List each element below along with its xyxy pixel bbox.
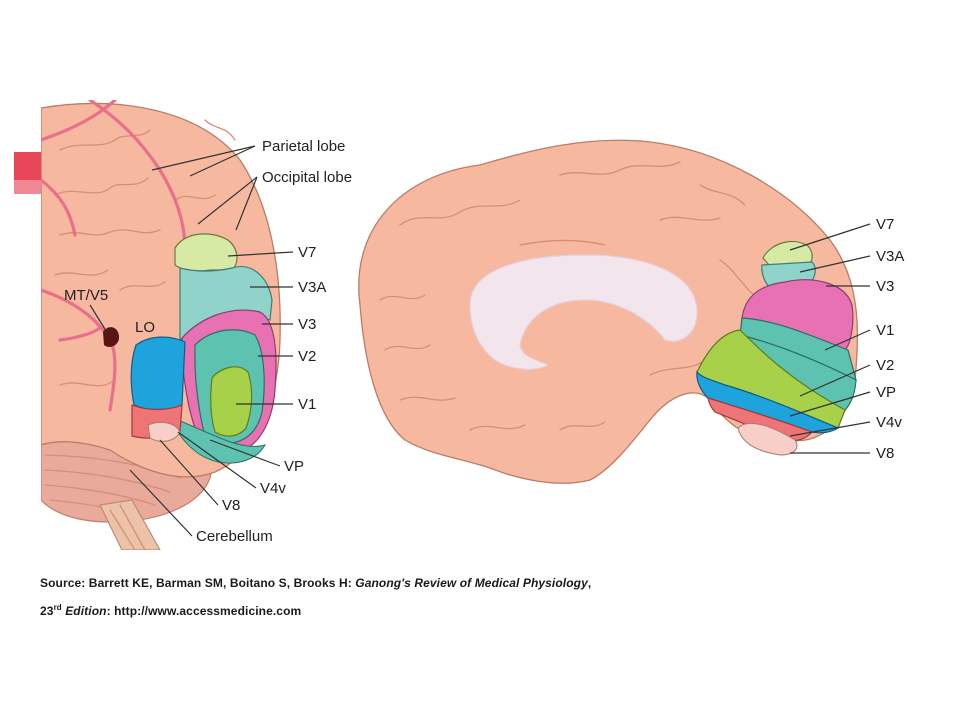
posterolateral-brain-view <box>41 100 281 550</box>
left-labels: Parietal lobe Occipital lobe V7 V3A V3 V… <box>64 138 352 545</box>
edition-word: Edition <box>61 604 107 618</box>
brainstem <box>99 499 161 550</box>
slide-accent-fade <box>14 180 41 194</box>
label-v7-right: V7 <box>876 216 894 233</box>
medial-brain-view <box>358 139 859 484</box>
citation-book-title: Ganong's Review of Medical Physiology <box>355 576 588 590</box>
label-v1-right: V1 <box>876 322 894 339</box>
label-v4v-left: V4v <box>260 480 286 497</box>
area-v1 <box>210 366 253 437</box>
right-labels: V7 V3A V3 V1 V2 VP V4v V8 <box>876 216 904 462</box>
label-v8-left: V8 <box>222 497 240 514</box>
label-v1-left: V1 <box>298 396 316 413</box>
area-v8-right <box>737 422 798 456</box>
label-vp-right: VP <box>876 384 896 401</box>
label-v3a-left: V3A <box>298 279 326 296</box>
label-v8-right: V8 <box>876 445 894 462</box>
label-cerebellum: Cerebellum <box>196 528 273 545</box>
label-v3-left: V3 <box>298 316 316 333</box>
source-url[interactable]: : http://www.accessmedicine.com <box>106 604 302 618</box>
edition-number: 23 <box>40 604 54 618</box>
label-v2-right: V2 <box>876 357 894 374</box>
label-v3-right: V3 <box>876 278 894 295</box>
label-vp-left: VP <box>284 458 304 475</box>
label-occipital-lobe: Occipital lobe <box>262 169 352 186</box>
area-v7 <box>174 233 238 272</box>
citation-authors: Source: Barrett KE, Barman SM, Boitano S… <box>40 576 356 590</box>
edition-suffix: rd <box>53 603 62 612</box>
left-leader-lines <box>89 145 294 537</box>
corpus-callosum <box>469 254 698 370</box>
label-mt-v5: MT/V5 <box>64 287 108 304</box>
area-lo <box>130 336 186 411</box>
label-v2-left: V2 <box>298 348 316 365</box>
label-v7-left: V7 <box>298 244 316 261</box>
area-v8-left <box>147 421 181 442</box>
label-lo: LO <box>135 319 155 336</box>
citation-comma: , <box>587 576 592 590</box>
edition-line: 23rd Edition: http://www.accessmedicine.… <box>40 603 301 618</box>
label-v3a-right: V3A <box>876 248 904 265</box>
source-citation: Source: Barrett KE, Barman SM, Boitano S… <box>40 576 591 590</box>
label-v4v-right: V4v <box>876 414 902 431</box>
right-leader-lines <box>789 223 871 454</box>
label-parietal-lobe: Parietal lobe <box>262 138 345 155</box>
